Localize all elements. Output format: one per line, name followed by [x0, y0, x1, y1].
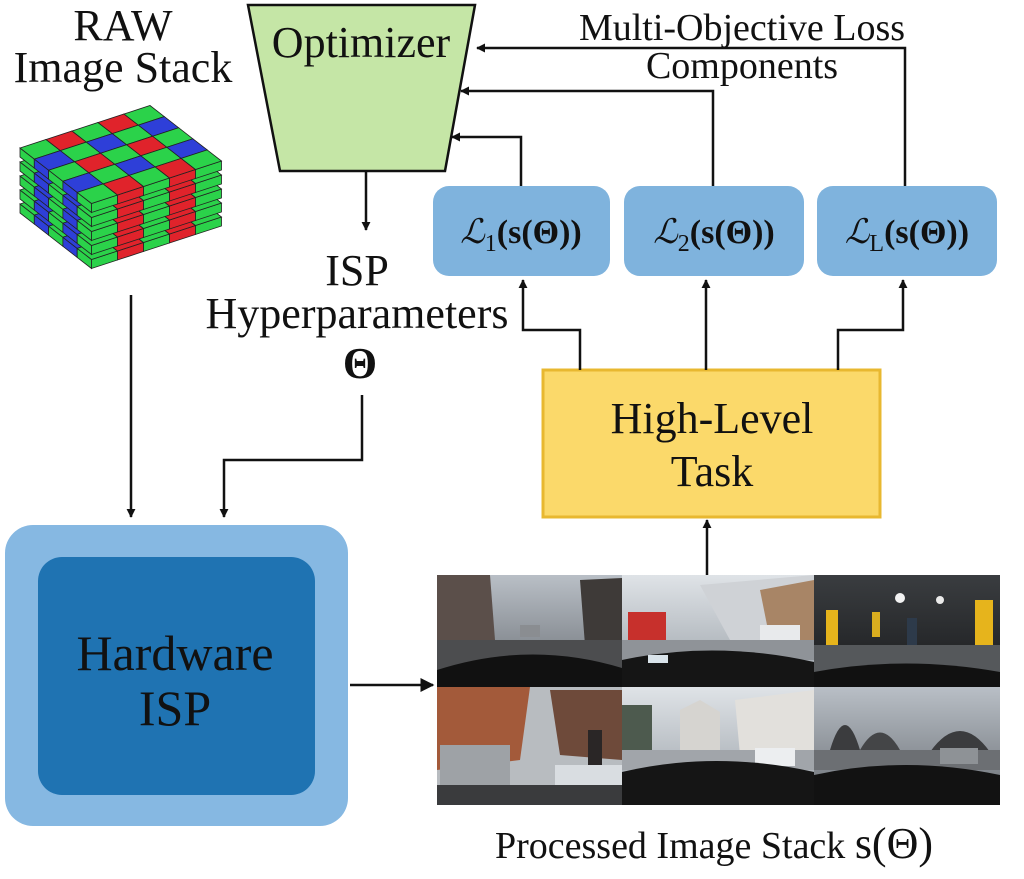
processed-photo-4 [437, 687, 622, 805]
raw-label-line2: Image Stack [14, 43, 233, 92]
loss-box-L: ℒL(s(Θ)) [817, 186, 997, 276]
processed-stack-caption: Processed Image Stack s(Θ) [495, 819, 933, 868]
loss-L-argument: (s(Θ)) [884, 214, 969, 251]
feedback-arrow-loss-L [476, 43, 907, 186]
feedback-arrow-loss-1 [451, 132, 523, 186]
theta-symbol: Θ [343, 339, 377, 388]
loss-1-symbol: ℒ [460, 214, 486, 251]
processed-photo-1 [437, 575, 622, 687]
hardware-isp-line1: Hardware [76, 625, 273, 681]
raw-image-stack-icon [19, 105, 223, 270]
task-label-line2: Task [671, 447, 753, 496]
loss-1-subscript: 1 [485, 231, 497, 257]
svg-text:ℒ2(s(Θ)): ℒ2(s(Θ)) [653, 214, 774, 257]
loss-box-1: ℒ1(s(Θ)) [433, 186, 610, 276]
hardware-isp-line2: ISP [139, 680, 211, 736]
bayer-top-cell [180, 149, 223, 170]
optimizer-label: Optimizer [272, 18, 451, 67]
task-to-loss-connectors [518, 279, 908, 370]
loss-2-argument: (s(Θ)) [690, 214, 775, 251]
loss-box-2: ℒ2(s(Θ)) [624, 186, 804, 276]
task-to-loss-1-arrow [518, 279, 582, 370]
loss-1-argument: (s(Θ)) [497, 214, 582, 251]
task-label-line1: High-Level [611, 394, 814, 443]
isp-hyperparams-line2: Hyperparameters [206, 289, 509, 338]
task-to-loss-L-arrow [836, 279, 908, 370]
optimizer-block [246, 3, 477, 173]
feedback-arrow-loss-2 [460, 86, 715, 186]
svg-text:ℒ1(s(Θ)): ℒ1(s(Θ)) [460, 214, 581, 257]
loss-components-label-line1: Multi-Objective Loss [579, 7, 905, 49]
isp-hyperparams-line1: ISP [325, 246, 389, 295]
svg-text:ℒL(s(Θ)): ℒL(s(Θ)) [845, 214, 969, 257]
high-level-task-block [541, 368, 882, 519]
processed-image-grid [437, 575, 1000, 805]
processed-stack-caption-text: Processed Image Stack [495, 825, 855, 867]
processed-photo-6 [814, 687, 1000, 805]
feedback-connectors [451, 43, 907, 186]
loss-components-label-line2: Components [646, 45, 838, 87]
loss-L-symbol: ℒ [845, 214, 871, 251]
processed-photo-5 [622, 687, 814, 805]
hyperparams-to-isp-arrow [219, 395, 364, 518]
loss-2-symbol: ℒ [653, 214, 679, 251]
loss-L-subscript: L [869, 231, 884, 257]
loss-2-subscript: 2 [678, 231, 690, 257]
processed-photo-2 [622, 575, 814, 687]
processed-photo-3 [814, 575, 1000, 687]
hardware-isp-inner [38, 557, 315, 795]
raw-label-line1: RAW [73, 1, 173, 50]
processed-stack-caption-symbol: s(Θ) [855, 819, 933, 868]
